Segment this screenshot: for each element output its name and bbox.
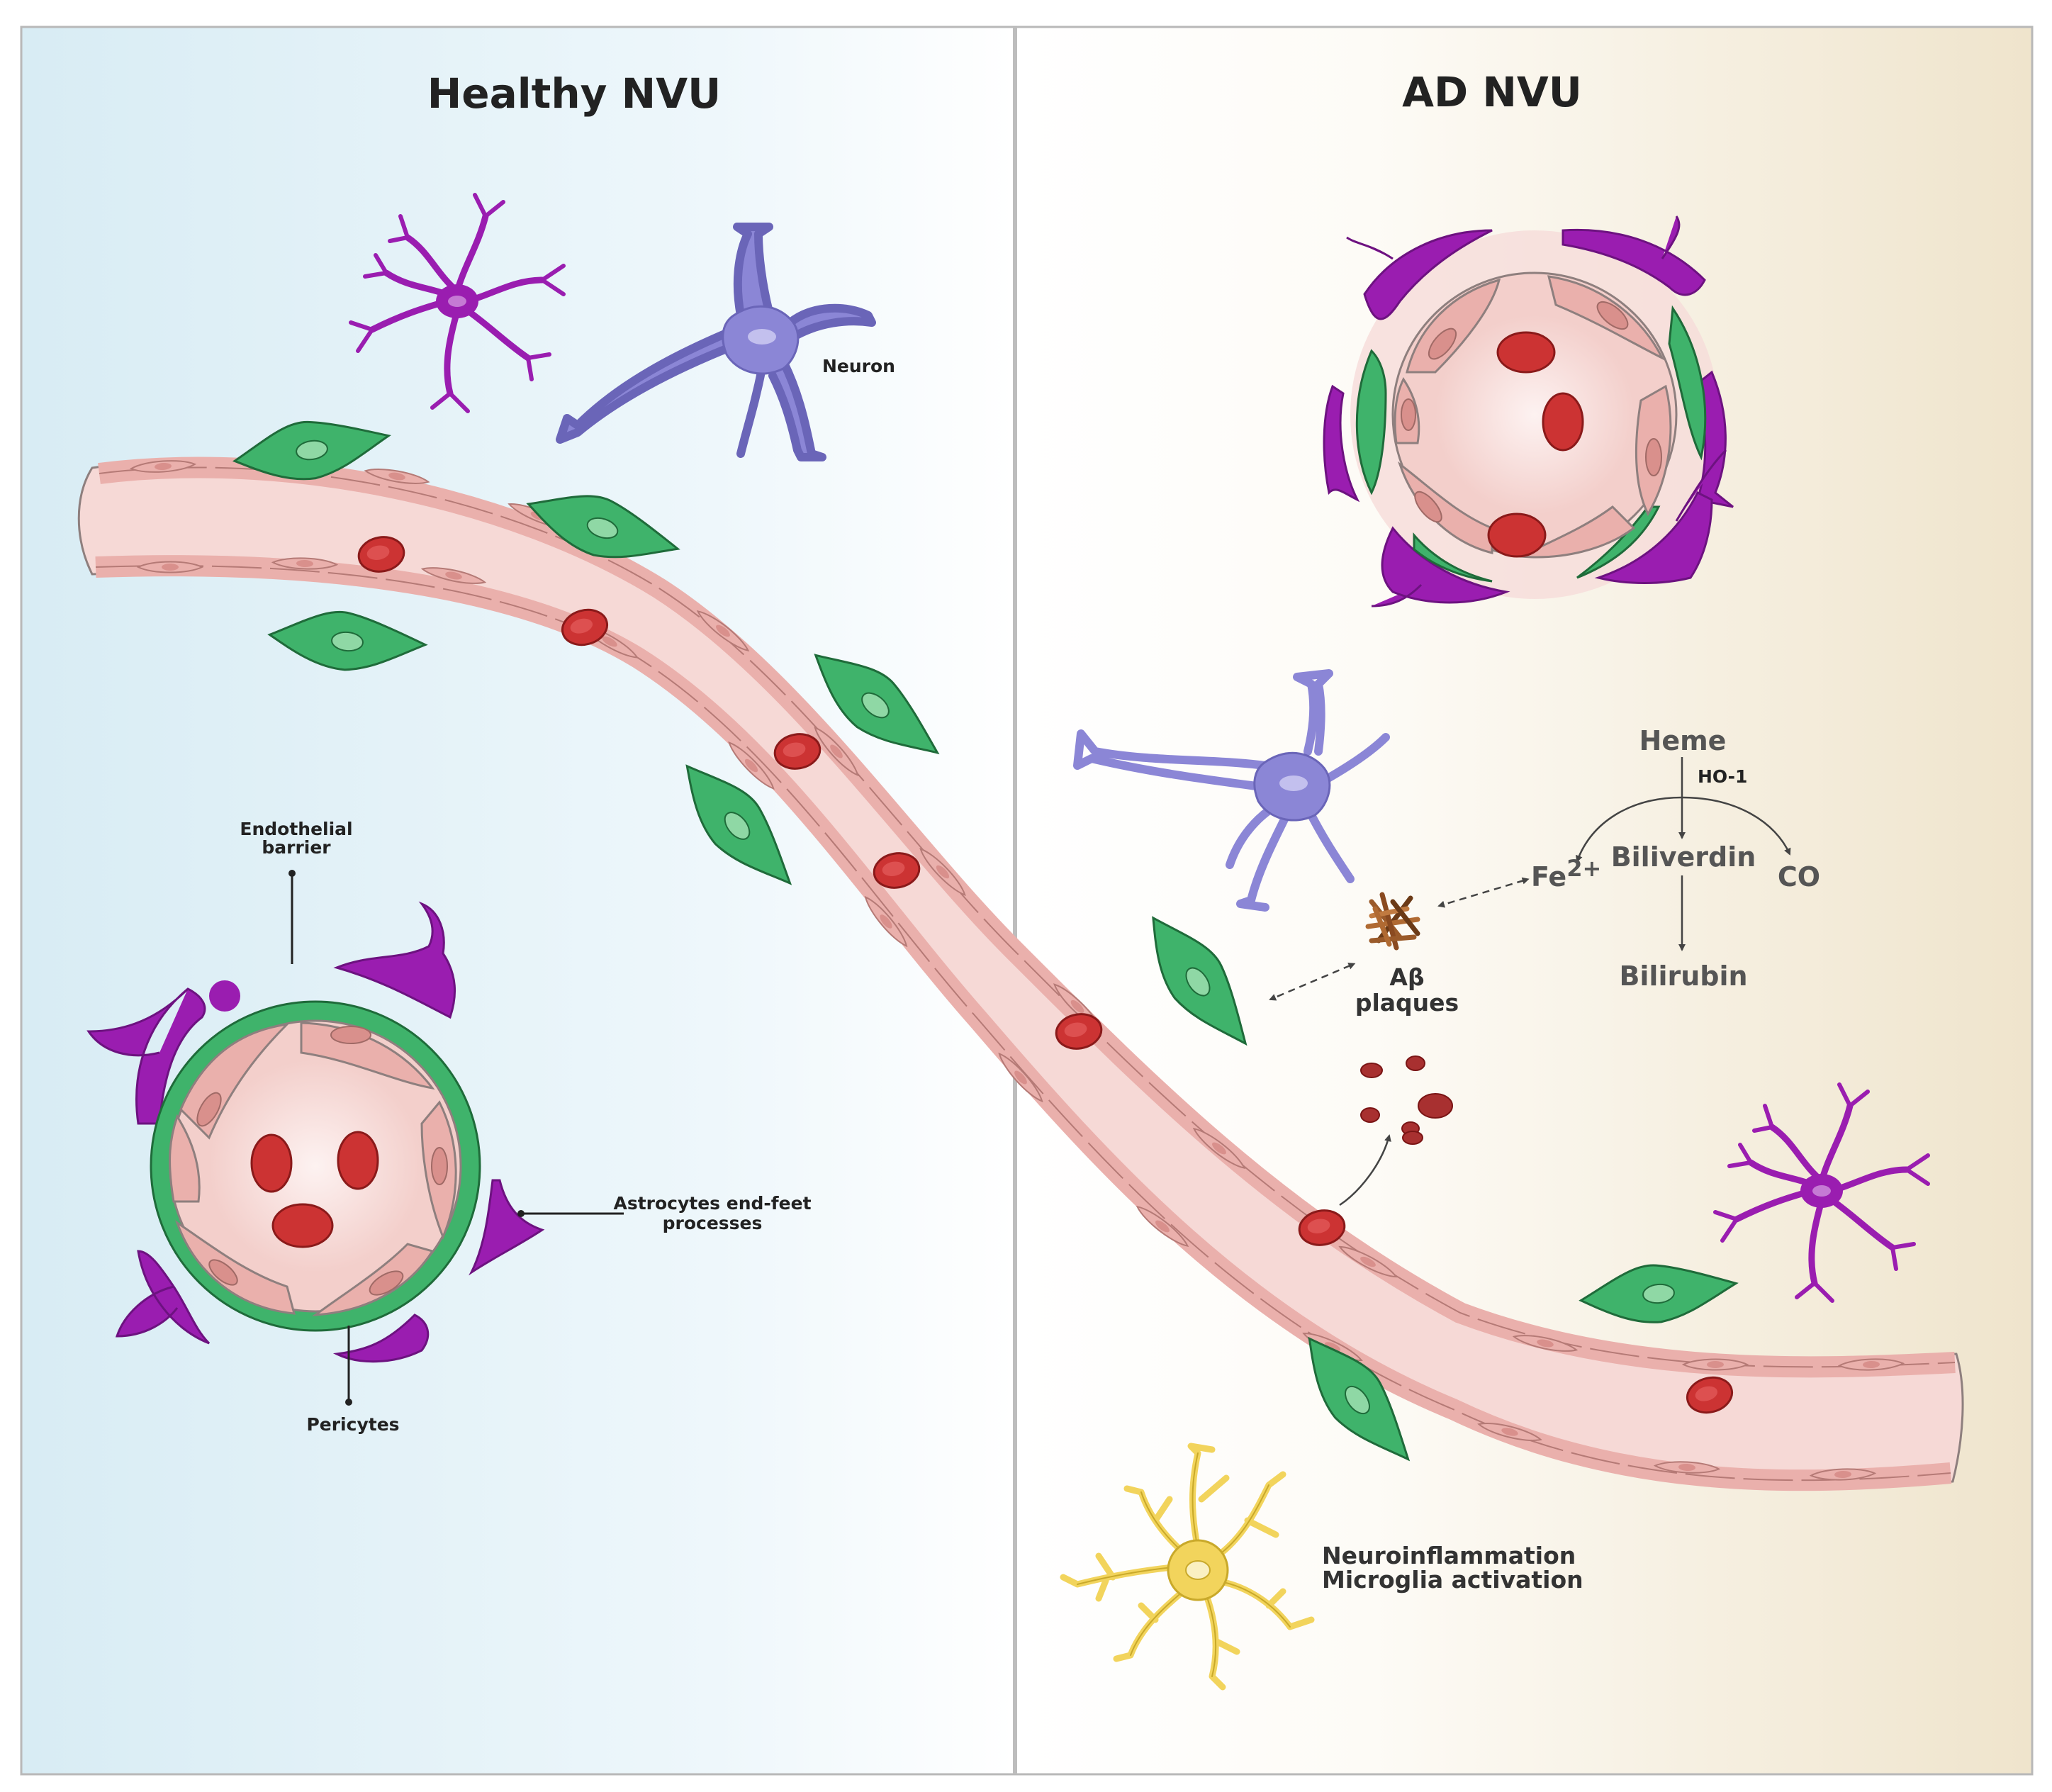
endothelial-label-line1: Endothelial [240,819,352,839]
bilirubin-label: Bilirubin [1619,961,1747,992]
astrocyte-end-feet-left [86,901,545,1363]
biliverdin-label: Biliverdin [1611,841,1756,873]
abeta-plaque-icon [1365,892,1420,951]
endothelial-label-line2: barrier [262,837,331,858]
abeta-label-line2: plaques [1355,989,1459,1017]
extravasated-red-cells [1360,1055,1453,1145]
pericytes-label: Pericytes [306,1414,399,1435]
leak-arrow [1339,1134,1391,1206]
astrocyte-left-small-soma [209,980,240,1012]
healthy-cross-section [86,901,545,1363]
cross-section-rbc-right [1487,331,1584,558]
heme-pathway: Heme HO-1 Fe2+ Biliverdin CO Bilirubin [1437,725,1820,992]
co-label: CO [1778,861,1820,892]
abeta-label-line1: Aβ [1389,963,1424,991]
microglia [1060,1443,1315,1691]
astrocytes-label-line2: processes [663,1213,763,1233]
fe-label: Fe2+ [1531,855,1601,892]
ad-cross-section [1323,215,1734,607]
ho1-label: HO-1 [1698,766,1747,787]
blood-vessel [77,453,1964,1491]
neuron-right [1073,669,1390,912]
neuroinflammation-label-line2: Microglia activation [1322,1566,1583,1594]
left-panel-title: Healthy NVU [427,69,721,118]
left-panel-background [21,27,1014,1774]
astrocytes-annotation: Astrocytes end-feet processes [517,1193,812,1233]
cross-section-rbc-left [250,1131,379,1248]
astrocytes-label-line1: Astrocytes end-feet [613,1193,811,1214]
abeta-pericyte-arrow [1269,963,1356,1001]
neuron-left-top [556,223,876,461]
astrocyte-end-feet-right [1323,215,1734,607]
pericytes-right-cross [1355,305,1707,583]
cross-section-endo-nuclei-right [1401,301,1662,523]
cross-section-endo-nuclei-left [196,1026,448,1296]
endothelial-barrier-annotation: Endothelial barrier [240,819,353,964]
right-panel-title: AD NVU [1402,68,1582,116]
neuron-label: Neuron [822,356,895,376]
pericytes-annotation: Pericytes [306,1326,400,1435]
endothelial-segments-right [1394,275,1672,559]
figure-border [20,26,2034,1776]
neuroinflammation-label-line1: Neuroinflammation [1322,1542,1576,1569]
heme-label: Heme [1639,725,1727,756]
